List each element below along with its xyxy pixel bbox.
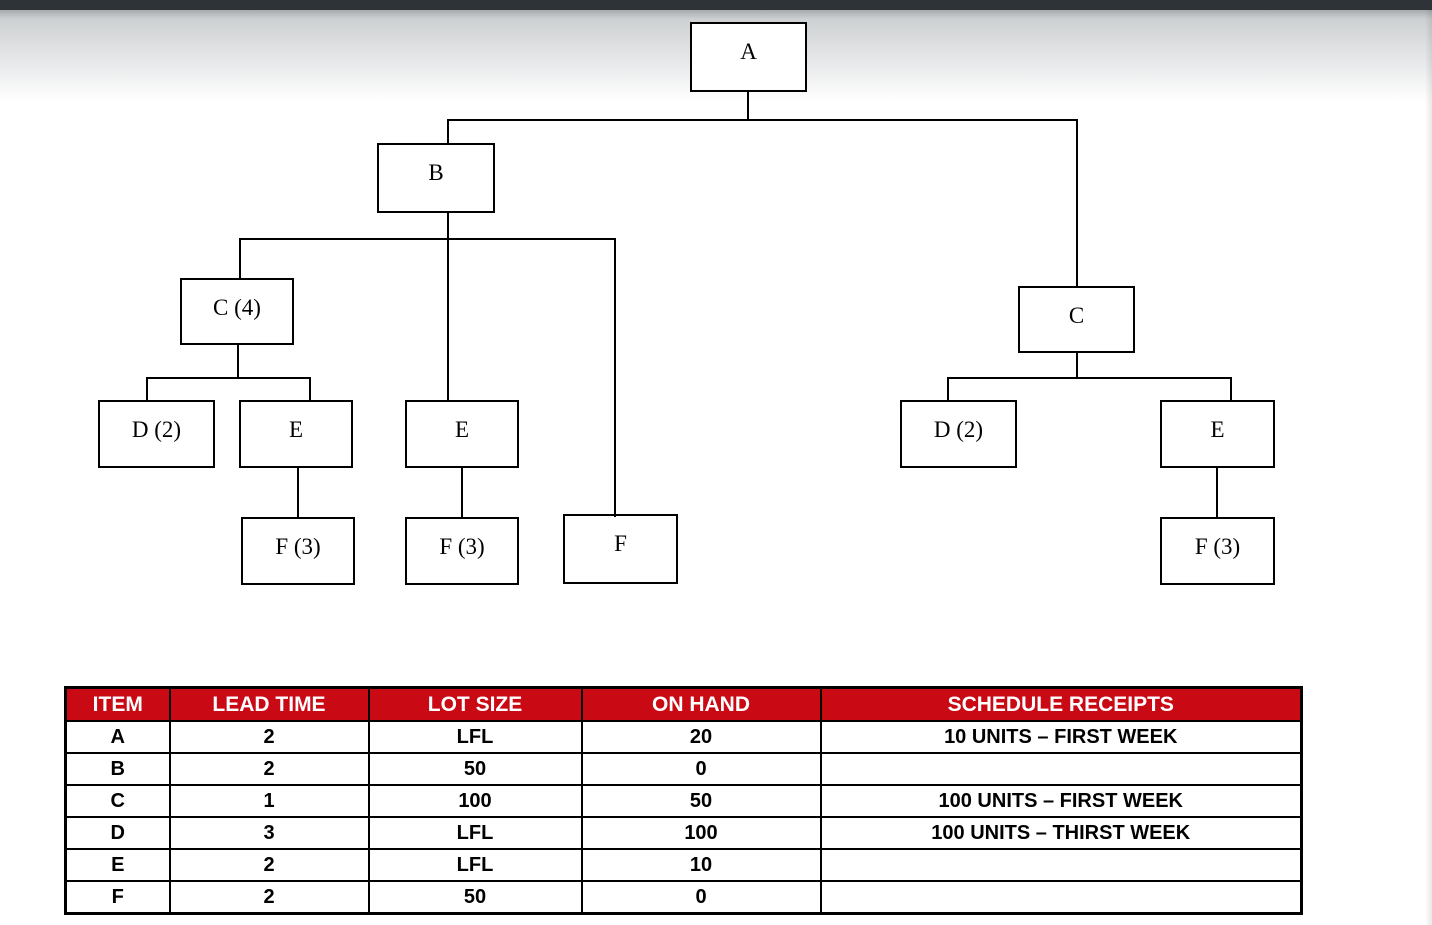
tree-connector-v [1230,377,1232,401]
cell-on-hand: 100 [580,816,822,850]
col-header-schedule-receipts: SCHEDULE RECEIPTS [819,686,1303,722]
cell-schedule-receipts: 100 UNITS – FIRST WEEK [819,784,1303,818]
tree-connector-v [447,213,449,240]
cell-lot-size: LFL [367,816,583,850]
col-header-item: ITEM [64,686,171,722]
tree-node-label: F (3) [1194,534,1241,559]
tree-connector-h [447,119,1078,121]
cell-item: F [64,880,171,915]
tree-connector-v [747,92,749,121]
tree-node-label: E [454,417,470,442]
cell-lead-time: 3 [168,816,370,850]
cell-item: C [64,784,171,818]
tree-node-b: B [377,143,495,213]
tree-connector-v [309,377,311,401]
tree-connector-h [239,238,616,240]
tree-node-e-right: E [1160,400,1275,468]
tree-node-label: F (3) [275,534,321,559]
col-header-on-hand: ON HAND [580,686,822,722]
tree-connector-v [237,344,239,379]
table-header-row: ITEM LEAD TIME LOT SIZE ON HAND SCHEDULE… [64,686,1303,722]
cell-lead-time: 2 [168,848,370,882]
tree-node-a: A [690,22,807,92]
tree-node-label: B [428,160,444,185]
tree-node-label: C (4) [213,295,261,320]
tree-node-c4: C (4) [180,278,294,345]
cell-lot-size: 50 [367,880,583,915]
cell-schedule-receipts [819,848,1303,882]
cell-on-hand: 20 [580,720,822,754]
bom-tree-diagram: A B C (4) C D (2) E E D (2) E F (3) F (3) F F (3) [98,22,1275,585]
tree-connector-v [461,467,463,518]
tree-node-f-solo: F [563,514,678,584]
cell-schedule-receipts [819,880,1303,915]
cell-schedule-receipts [819,752,1303,786]
tree-node-d2-right: D (2) [900,400,1017,468]
tree-connector-h [146,377,311,379]
tree-node-label: F [614,531,627,556]
item-master-table: ITEM LEAD TIME LOT SIZE ON HAND SCHEDULE… [64,686,1303,915]
cell-lot-size: 50 [367,752,583,786]
cell-lead-time: 2 [168,720,370,754]
tree-node-label: E [1210,417,1225,442]
tree-connector-v [1076,352,1078,379]
tree-node-e-mid: E [405,400,519,468]
cell-on-hand: 50 [580,784,822,818]
cell-schedule-receipts: 10 UNITS – FIRST WEEK [819,720,1303,754]
col-header-lead-time: LEAD TIME [168,686,370,722]
tree-node-label: F (3) [439,534,485,559]
tree-connector-v [614,238,616,517]
tree-node-label: D (2) [933,417,984,442]
cell-lot-size: LFL [367,848,583,882]
cell-lot-size: LFL [367,720,583,754]
tree-node-d2-left: D (2) [98,400,215,468]
tree-node-label: C [1068,303,1085,328]
cell-on-hand: 0 [580,880,822,915]
tree-node-c: C [1018,286,1135,353]
tree-connector-v [239,238,241,279]
cell-item: A [64,720,171,754]
tree-node-f3-right: F (3) [1160,517,1275,585]
page-right-edge [1425,10,1432,925]
col-header-lot-size: LOT SIZE [367,686,583,722]
cell-item: E [64,848,171,882]
browser-edge-bar [0,0,1432,10]
tree-node-f3-mid: F (3) [405,517,519,585]
cell-item: D [64,816,171,850]
tree-node-label: D (2) [131,417,182,442]
cell-lead-time: 2 [168,752,370,786]
tree-node-label: A [740,39,757,64]
tree-node-label: E [288,417,304,442]
tree-connector-v [146,377,148,401]
tree-connector-h [947,377,1232,379]
tree-connector-v [947,377,949,401]
cell-item: B [64,752,171,786]
cell-on-hand: 0 [580,752,822,786]
tree-node-e-left: E [239,400,353,468]
cell-lot-size: 100 [367,784,583,818]
cell-lead-time: 2 [168,880,370,915]
tree-connector-v [297,467,299,518]
tree-node-f3-left: F (3) [241,517,355,585]
cell-on-hand: 10 [580,848,822,882]
tree-connector-v [1216,467,1218,518]
cell-lead-time: 1 [168,784,370,818]
tree-connector-v [447,238,449,401]
cell-schedule-receipts: 100 UNITS – THIRST WEEK [819,816,1303,850]
tree-connector-v [447,119,449,145]
tree-connector-v [1076,119,1078,287]
